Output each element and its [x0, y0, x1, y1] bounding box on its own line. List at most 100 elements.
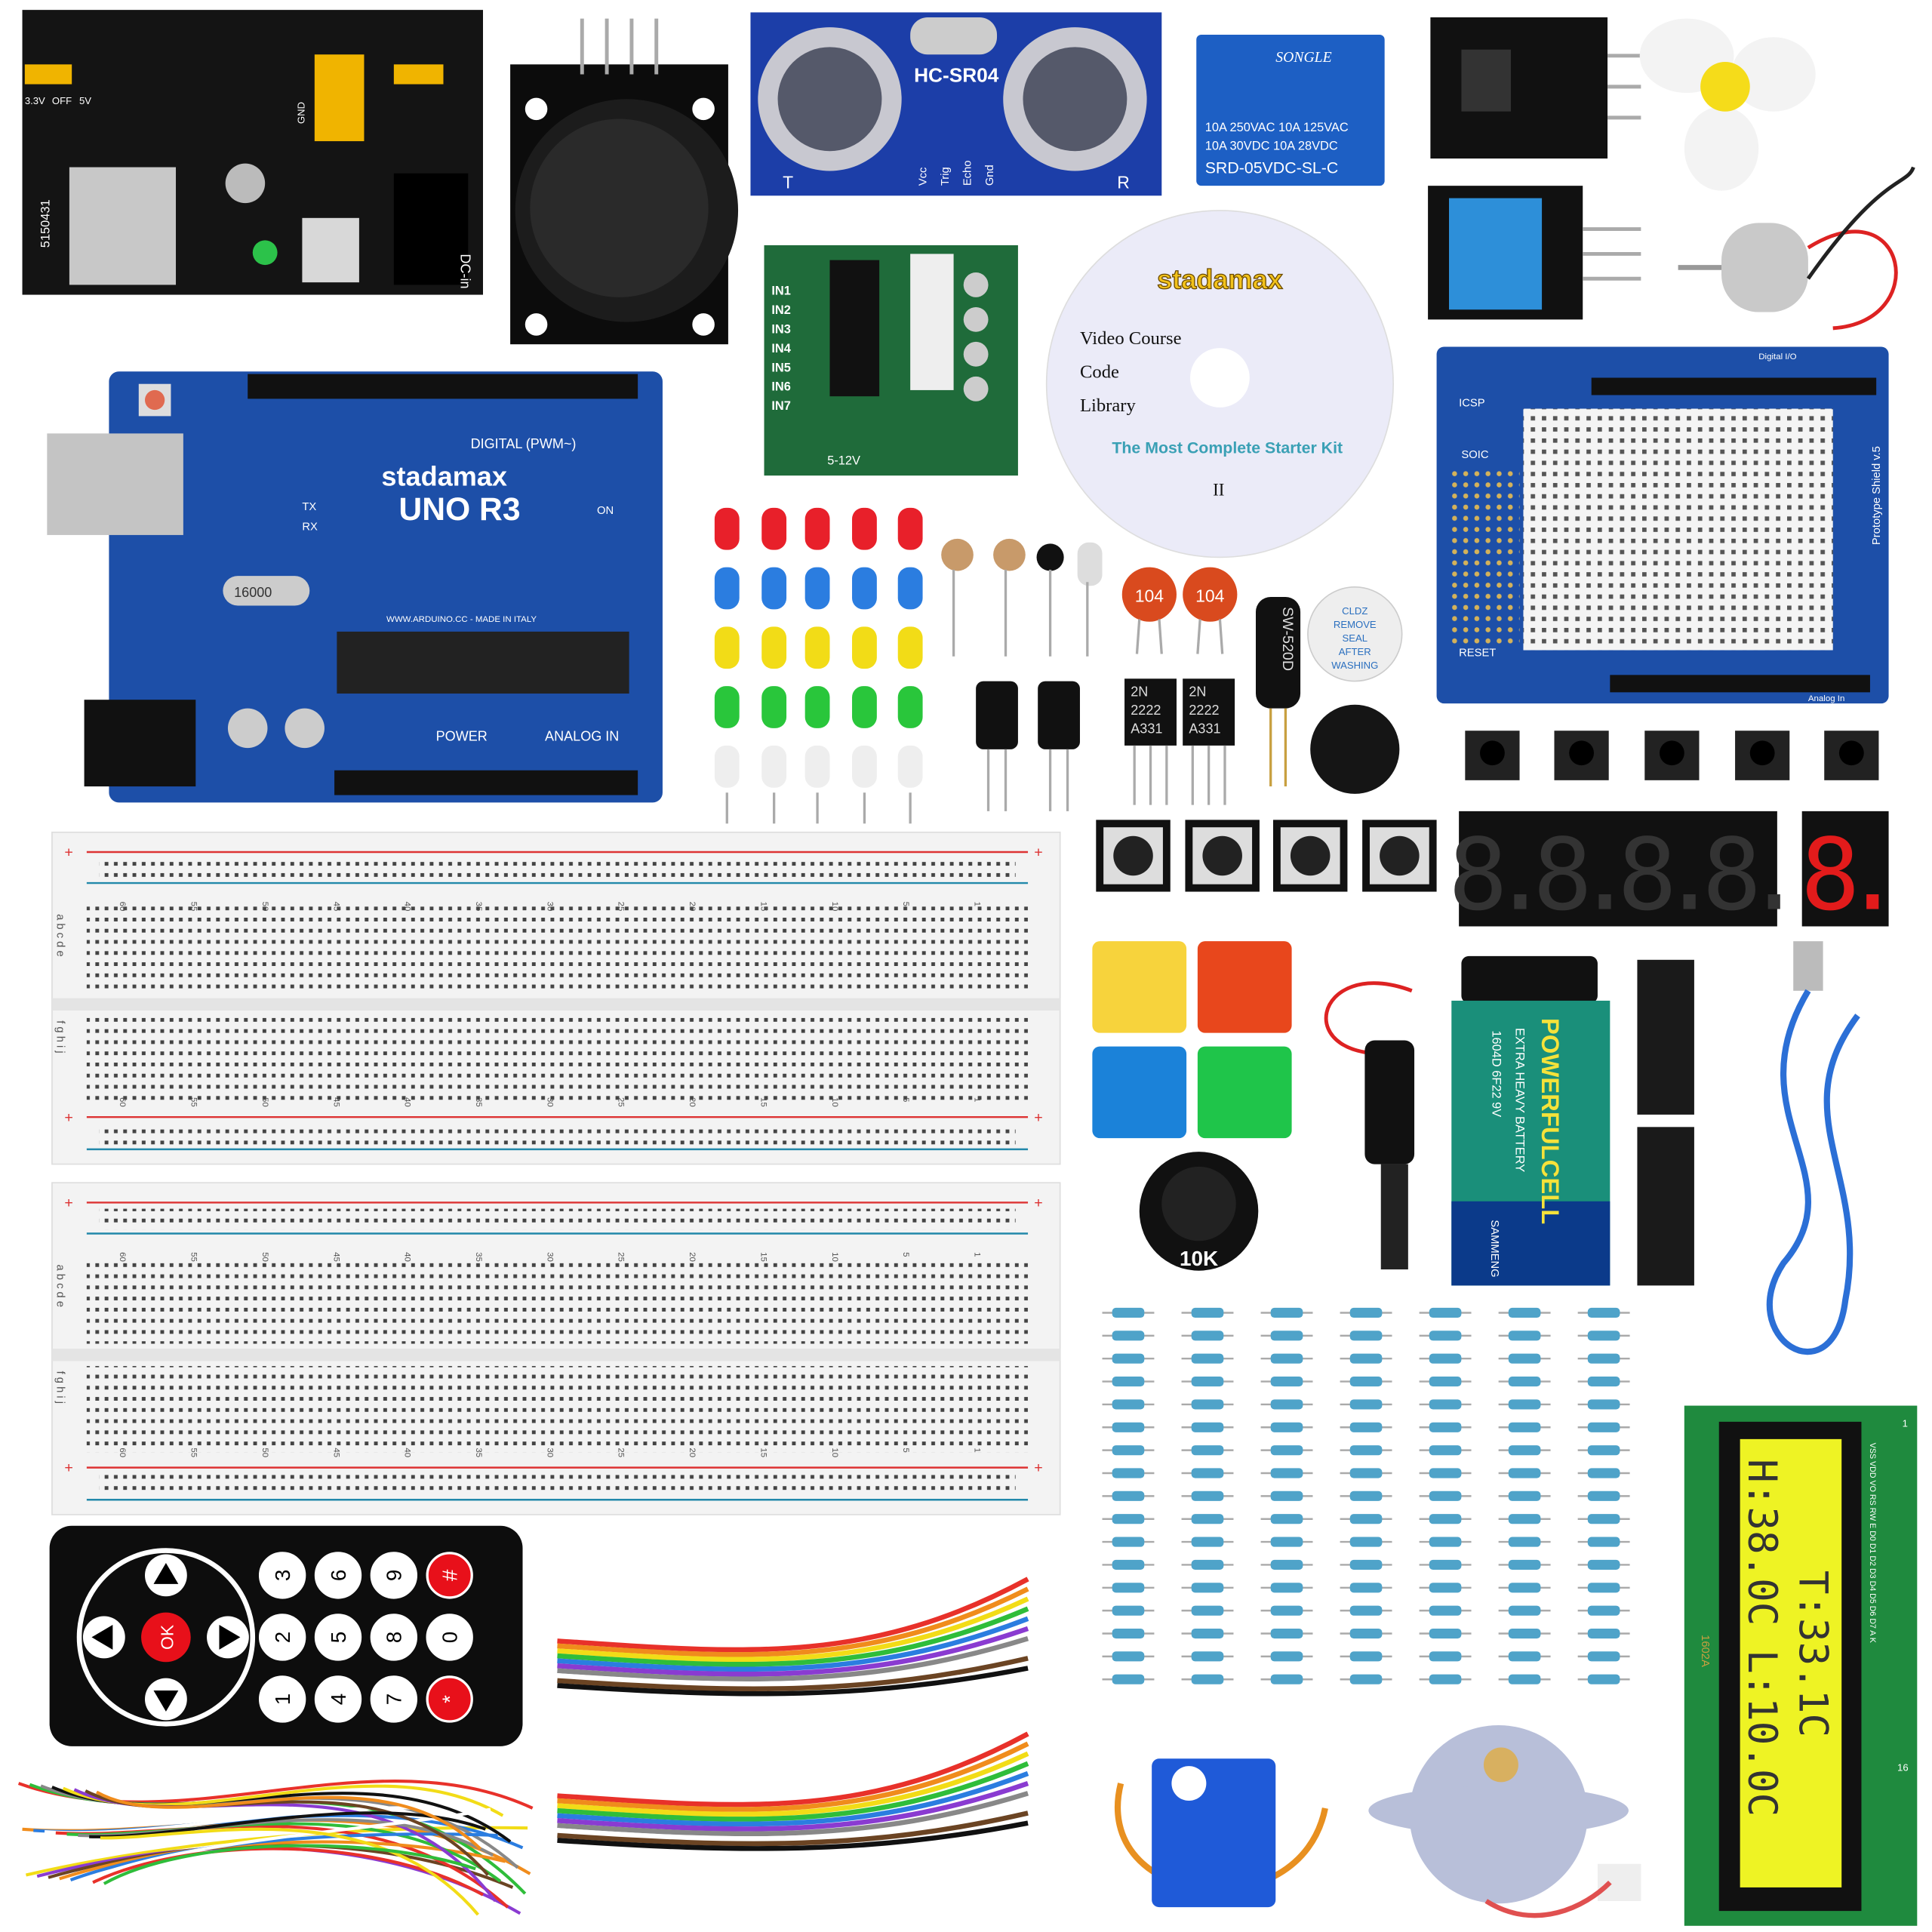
transistors: 2N 2222 A331 2N 2222 A331	[1124, 678, 1235, 805]
column-number: 5	[901, 902, 910, 906]
column-number: 45	[331, 1252, 340, 1262]
battery-code: 1604D 6F22 9V	[1489, 1030, 1503, 1117]
resistor	[1349, 1628, 1383, 1639]
resistor	[1349, 1307, 1383, 1318]
pin-gnd: Gnd	[984, 165, 996, 186]
buzzer-sticker-text: WASHING	[1331, 660, 1378, 671]
ribbon-wire	[557, 1626, 1029, 1677]
column-number: 40	[403, 1252, 412, 1262]
resistor	[1191, 1399, 1224, 1410]
resistor	[1349, 1651, 1383, 1662]
column-number: 20	[688, 1252, 697, 1262]
resistor	[1270, 1628, 1303, 1639]
resistor	[1587, 1651, 1620, 1662]
four-digit-display: 8.8.8.8.	[1448, 817, 1786, 933]
ribbon-wire	[557, 1731, 1029, 1807]
resistor	[1587, 1353, 1620, 1364]
ribbon-wire	[557, 1635, 1029, 1682]
right-arrow-icon	[219, 1625, 241, 1650]
resistor	[1112, 1468, 1145, 1478]
column-number: 10	[830, 902, 839, 912]
lcd-pin-16: 16	[1897, 1762, 1909, 1774]
resistor	[1587, 1605, 1620, 1616]
resistor	[1270, 1674, 1303, 1684]
relay-model: SRD-05VDC-SL-C	[1205, 159, 1339, 177]
column-number: 30	[545, 1447, 554, 1457]
resistor	[1349, 1399, 1383, 1410]
button-plunger	[1290, 835, 1331, 876]
column-number: 55	[189, 1447, 198, 1457]
column-number: 30	[545, 1252, 554, 1262]
resistor	[1349, 1377, 1383, 1387]
resistor	[1112, 1445, 1145, 1456]
rail-holes	[99, 1473, 1016, 1497]
led	[852, 686, 877, 728]
resistor	[1191, 1468, 1224, 1478]
column-number: 60	[118, 902, 127, 912]
resistor	[1429, 1353, 1462, 1364]
column-number: 40	[403, 1097, 412, 1107]
resistor	[1508, 1583, 1541, 1593]
input-pin-label: IN5	[771, 361, 791, 374]
cd-line-video: Video Course	[1080, 328, 1182, 349]
button-plunger	[1380, 835, 1420, 876]
resistor	[1270, 1445, 1303, 1456]
resistor	[1587, 1307, 1620, 1318]
transistor-label: 2222	[1131, 703, 1161, 718]
remote-key	[258, 1675, 306, 1723]
resistor	[1429, 1628, 1462, 1639]
resistor	[1508, 1399, 1541, 1410]
ribbon-wire	[557, 1666, 1029, 1697]
resistor	[1112, 1628, 1145, 1639]
resistor	[1349, 1583, 1383, 1593]
input-pin-label: IN6	[771, 380, 791, 394]
button-plunger	[1659, 740, 1684, 766]
pin-trig: Trig	[940, 167, 952, 186]
pin-vcc: Vcc	[917, 168, 929, 186]
resistor	[1270, 1307, 1303, 1318]
cd-volume: II	[1213, 480, 1224, 499]
resistor	[1191, 1537, 1224, 1547]
software-cd: stadamax Video Course Code Library The M…	[1045, 210, 1394, 558]
column-number: 45	[331, 902, 340, 912]
arduino-uno-board: stadamax UNO R3 DIGITAL (PWM~) POWER ANA…	[47, 371, 663, 803]
column-number: 55	[189, 1252, 198, 1262]
column-number: 50	[260, 1252, 269, 1262]
ribbon-wire	[557, 1577, 1029, 1653]
photoresistors	[941, 538, 1103, 657]
resistor	[1112, 1605, 1145, 1616]
power-module-label: 5150431	[39, 199, 53, 248]
column-number: 60	[118, 1252, 127, 1262]
lcd-pin-1: 1	[1903, 1417, 1908, 1429]
column-number: 15	[758, 1097, 768, 1107]
digital-io-label: Digital I/O	[1758, 352, 1796, 361]
resistor	[1270, 1651, 1303, 1662]
resistor	[1112, 1422, 1145, 1432]
button-plunger	[1480, 740, 1505, 766]
resistor	[1112, 1377, 1145, 1387]
resistor	[1112, 1491, 1145, 1501]
ribbon-wire	[557, 1810, 1029, 1847]
resistor	[1429, 1445, 1462, 1456]
plus-label: +	[1034, 1109, 1043, 1126]
remote-key	[258, 1552, 306, 1599]
soic-label: SOIC	[1461, 449, 1488, 461]
input-pin-label: IN7	[771, 399, 791, 413]
led	[761, 507, 787, 550]
resistor	[1112, 1307, 1145, 1318]
resistor	[1508, 1331, 1541, 1341]
column-number: 60	[118, 1447, 127, 1457]
lcd-pin-labels: VSS VDD VO RS RW E D0 D1 D2 D3 D4 D5 D6 …	[1868, 1443, 1877, 1643]
resistor	[1191, 1445, 1224, 1456]
remote-key	[370, 1552, 418, 1599]
column-number: 10	[830, 1097, 839, 1107]
resistor	[1587, 1537, 1620, 1547]
left-arrow-icon	[91, 1625, 113, 1650]
ribbon-wire	[557, 1616, 1029, 1672]
remote-key-label: 6	[327, 1570, 350, 1582]
resistor	[1270, 1583, 1303, 1593]
terminal-holes	[86, 906, 1029, 994]
breadboards: ++++606055555050454540403535303025252020…	[51, 831, 1061, 1515]
column-number: 45	[331, 1447, 340, 1457]
resistor	[1191, 1628, 1224, 1639]
